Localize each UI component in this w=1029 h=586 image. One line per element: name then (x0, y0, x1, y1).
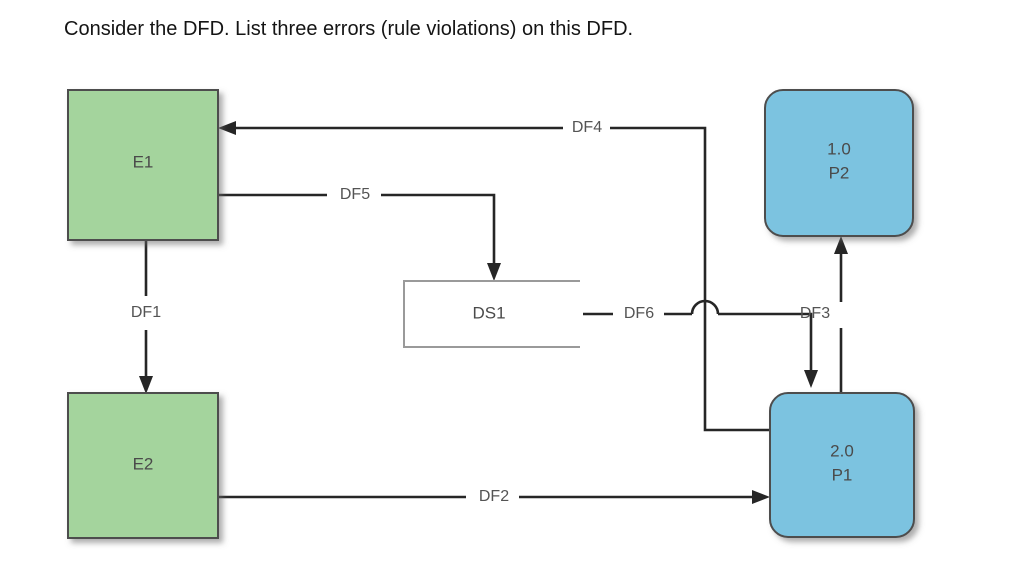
page-title: Consider the DFD. List three errors (rul… (64, 18, 634, 40)
datastore-DS1[interactable]: DS1 (403, 280, 580, 348)
process-P2[interactable]: 1.0 P2 (764, 89, 914, 237)
datastore-DS1-label: DS1 (472, 303, 505, 322)
flow-DF3 (834, 236, 848, 393)
flow-DF4 (218, 121, 770, 432)
process-P1-number: 2.0 (830, 441, 854, 460)
entity-E2[interactable]: E2 (67, 392, 219, 539)
flow-DF6 (583, 299, 818, 388)
process-P1[interactable]: 2.0 P1 (769, 392, 915, 538)
flow-DF2-label: DF2 (479, 488, 509, 505)
flow-DF6-label: DF6 (624, 305, 654, 322)
process-P2-number: 1.0 (827, 139, 851, 158)
flow-DF3-label: DF3 (800, 305, 830, 322)
entity-E1[interactable]: E1 (67, 89, 219, 241)
entity-E2-label: E2 (133, 454, 154, 473)
flow-DF1 (139, 240, 153, 394)
flow-DF1-label: DF1 (131, 304, 161, 321)
process-P2-name: P2 (829, 163, 850, 182)
flow-DF4-label: DF4 (572, 119, 602, 136)
flow-DF5 (218, 193, 501, 281)
process-P1-name: P1 (832, 465, 853, 484)
flow-DF2 (218, 490, 770, 504)
flow-DF5-label: DF5 (340, 186, 370, 203)
entity-E1-label: E1 (133, 152, 154, 171)
